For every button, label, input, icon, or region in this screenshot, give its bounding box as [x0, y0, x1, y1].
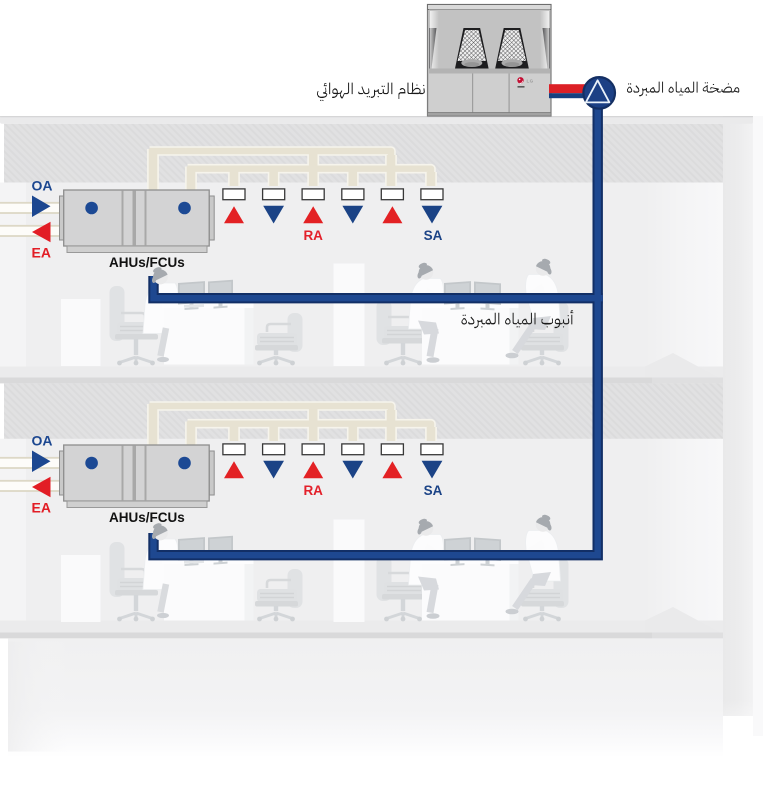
- svg-text:LG: LG: [527, 79, 534, 84]
- svg-text:SA: SA: [424, 228, 443, 243]
- svg-text:EA: EA: [32, 245, 51, 261]
- svg-text:OA: OA: [32, 178, 53, 194]
- svg-text:AHUs/FCUs: AHUs/FCUs: [109, 255, 185, 270]
- svg-text:RA: RA: [303, 228, 323, 243]
